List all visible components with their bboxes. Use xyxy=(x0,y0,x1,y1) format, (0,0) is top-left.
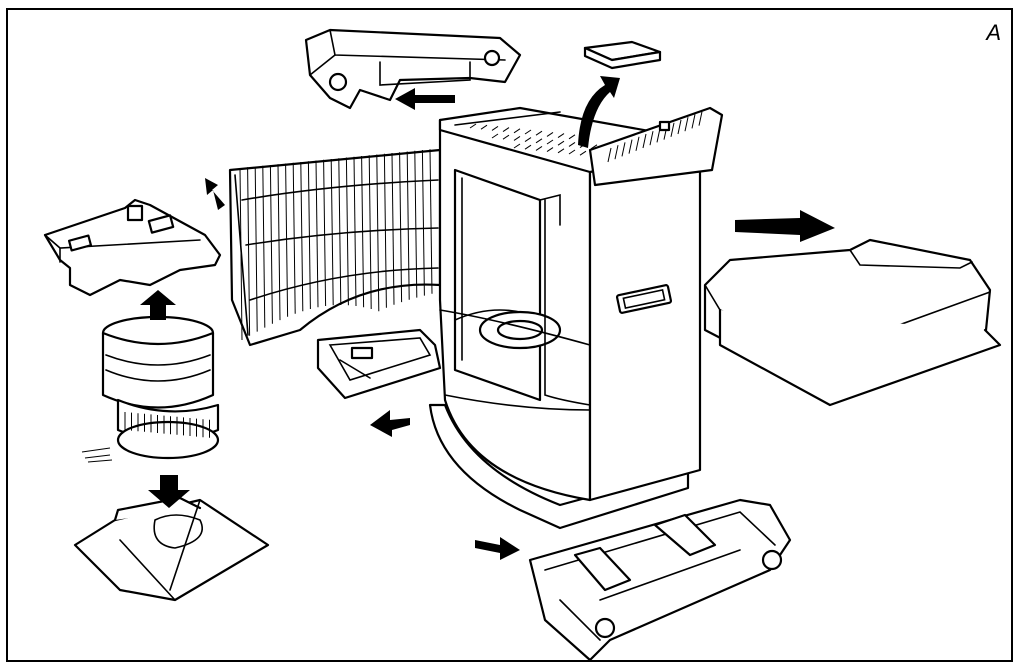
fuel-tank xyxy=(703,238,1002,407)
top-cap-lid xyxy=(583,40,662,70)
left-bracket xyxy=(43,198,222,297)
arrow-to-drip-tray xyxy=(370,410,410,437)
burner-unit xyxy=(81,315,220,463)
heater-cabinet xyxy=(428,106,724,530)
arrow-to-reflector xyxy=(205,178,225,210)
burner-base-plate xyxy=(73,496,270,602)
arrow-to-top-bracket xyxy=(395,88,455,110)
drip-tray xyxy=(316,328,442,400)
arrow-to-tank xyxy=(735,210,835,242)
arrow-to-base-frame xyxy=(475,537,520,560)
up-arrow-to-left-bracket xyxy=(140,290,176,320)
base-frame xyxy=(528,498,792,662)
panel-label: A xyxy=(986,20,1001,45)
down-arrow-from-burner xyxy=(148,475,190,508)
back-reflector-grille xyxy=(228,148,442,347)
top-bracket xyxy=(304,28,522,110)
arrow-to-lid xyxy=(578,76,620,148)
